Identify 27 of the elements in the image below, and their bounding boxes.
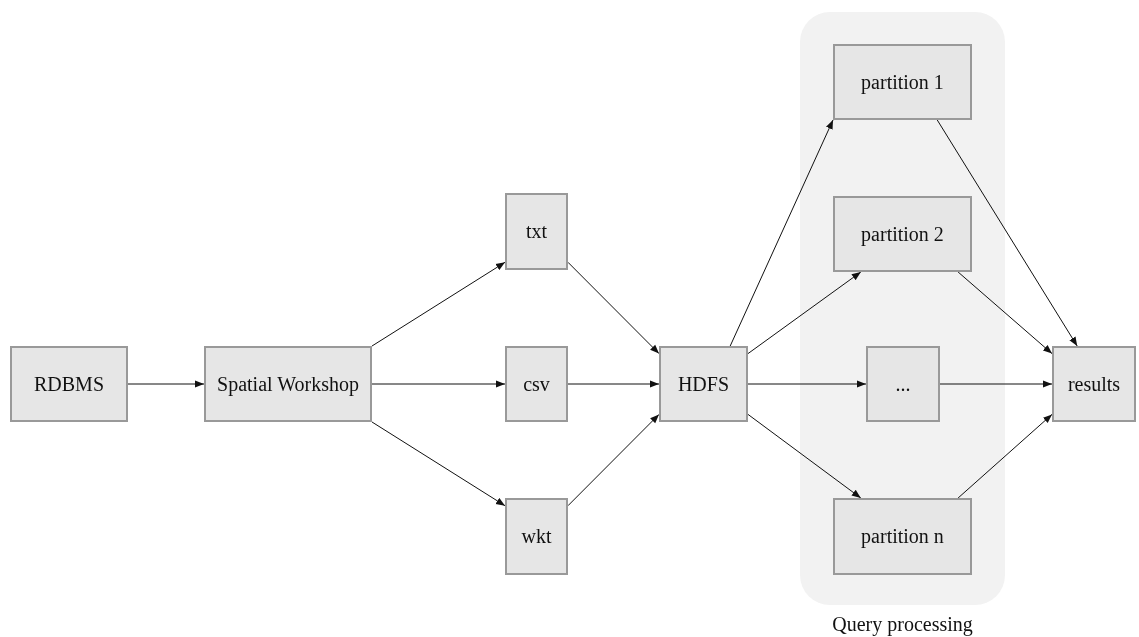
arrow bbox=[567, 413, 660, 507]
arrow bbox=[936, 119, 1078, 347]
arrow bbox=[371, 261, 506, 347]
group-heading: Query processing bbox=[831, 613, 974, 636]
arrow bbox=[729, 119, 834, 347]
process-box: partition 2 bbox=[833, 196, 972, 272]
arrow bbox=[747, 380, 867, 388]
process-box: wkt bbox=[505, 498, 568, 575]
arrow bbox=[957, 413, 1053, 499]
process-box: partition n bbox=[833, 498, 972, 575]
process-box: ... bbox=[866, 346, 940, 422]
arrow bbox=[957, 271, 1053, 355]
arrow bbox=[371, 380, 506, 388]
arrow bbox=[567, 261, 660, 355]
process-box: partition 1 bbox=[833, 44, 972, 120]
process-box: csv bbox=[505, 346, 568, 422]
arrow bbox=[371, 421, 506, 507]
arrow bbox=[747, 271, 862, 355]
process-box: RDBMS bbox=[10, 346, 128, 422]
process-box: txt bbox=[505, 193, 568, 270]
arrow bbox=[939, 380, 1053, 388]
process-box: Spatial Workshop bbox=[204, 346, 372, 422]
arrow bbox=[567, 380, 660, 388]
arrow bbox=[127, 380, 205, 388]
process-box: results bbox=[1052, 346, 1136, 422]
process-box: HDFS bbox=[659, 346, 748, 422]
arrow bbox=[747, 413, 862, 499]
